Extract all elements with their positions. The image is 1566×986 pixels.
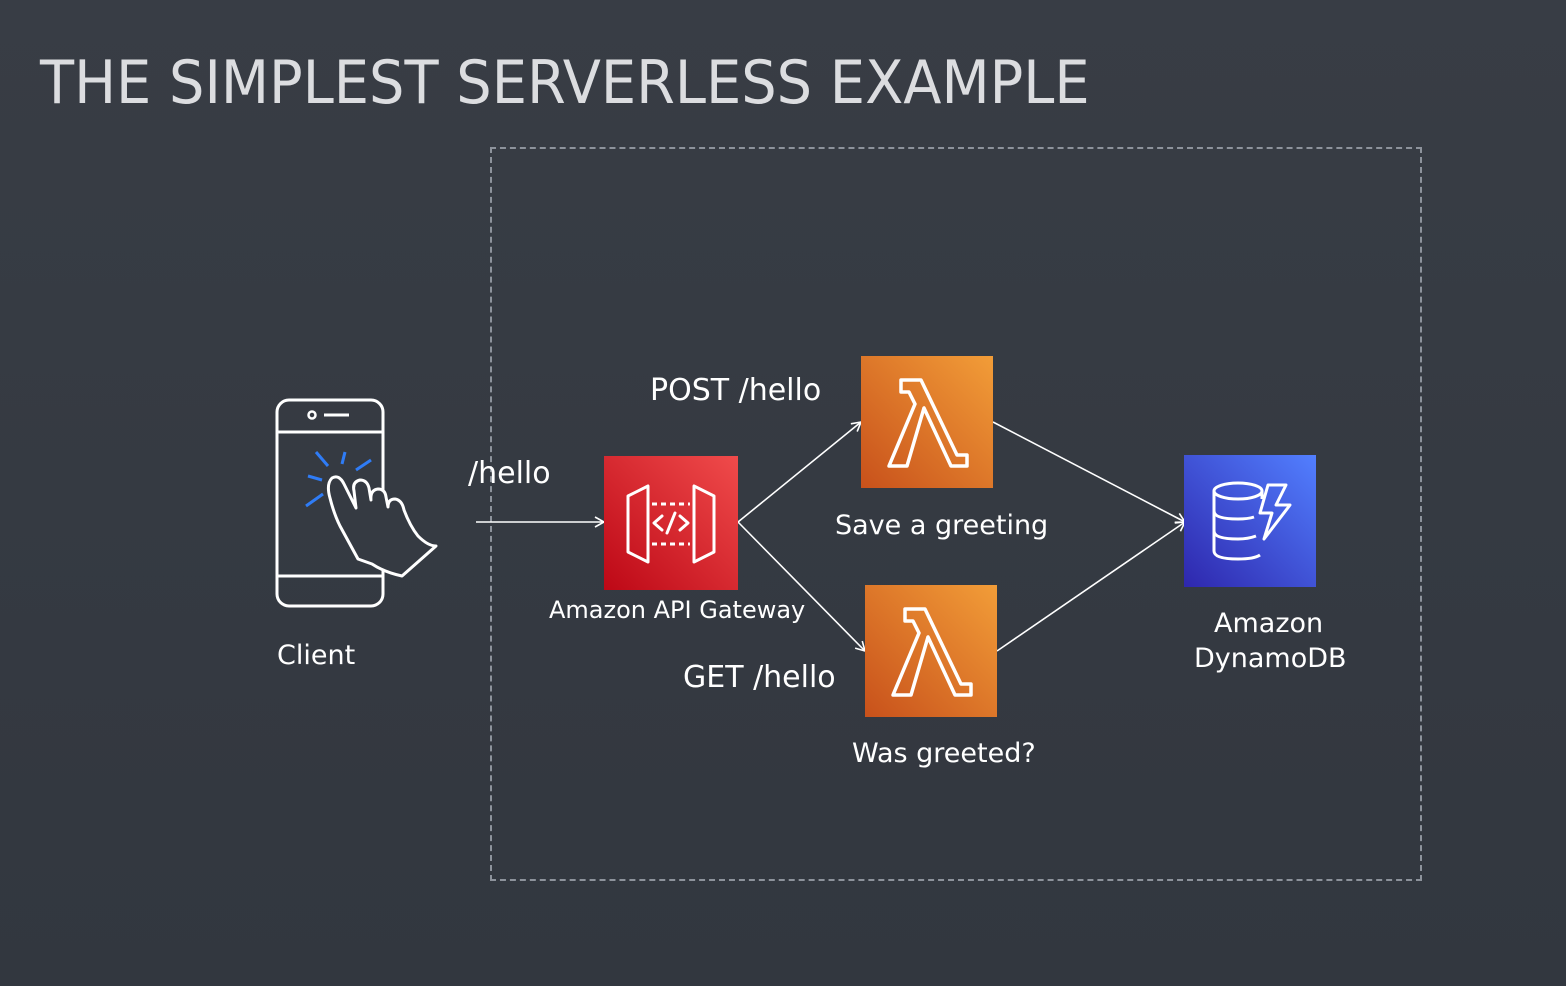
dynamodb-icon [1184,455,1316,587]
api-gateway-icon [604,456,738,590]
serverless-boundary [490,147,1422,881]
arrow-get-lambda-to-dynamodb [996,521,1187,652]
dynamodb-label-line2: DynamoDB [1194,643,1347,674]
lambda-icon [861,356,993,488]
arrow-gateway-to-get-lambda [737,521,867,653]
request-path-label: /hello [468,456,551,491]
get-lambda-label: Was greeted? [852,738,1036,769]
arrow-gateway-to-post-lambda [737,420,863,523]
lambda-icon [865,585,997,717]
post-lambda-label: Save a greeting [835,510,1049,541]
dynamodb-label-line1: Amazon [1214,608,1324,639]
post-route-label: POST /hello [650,373,822,408]
slide-title: THE SIMPLEST SERVERLESS EXAMPLE [40,48,1090,118]
get-route-label: GET /hello [683,660,836,695]
arrow-post-lambda-to-dynamodb [992,421,1187,524]
api-gateway-label: Amazon API Gateway [549,596,806,624]
mobile-touch-icon [270,396,442,612]
client-label: Client [277,640,356,671]
